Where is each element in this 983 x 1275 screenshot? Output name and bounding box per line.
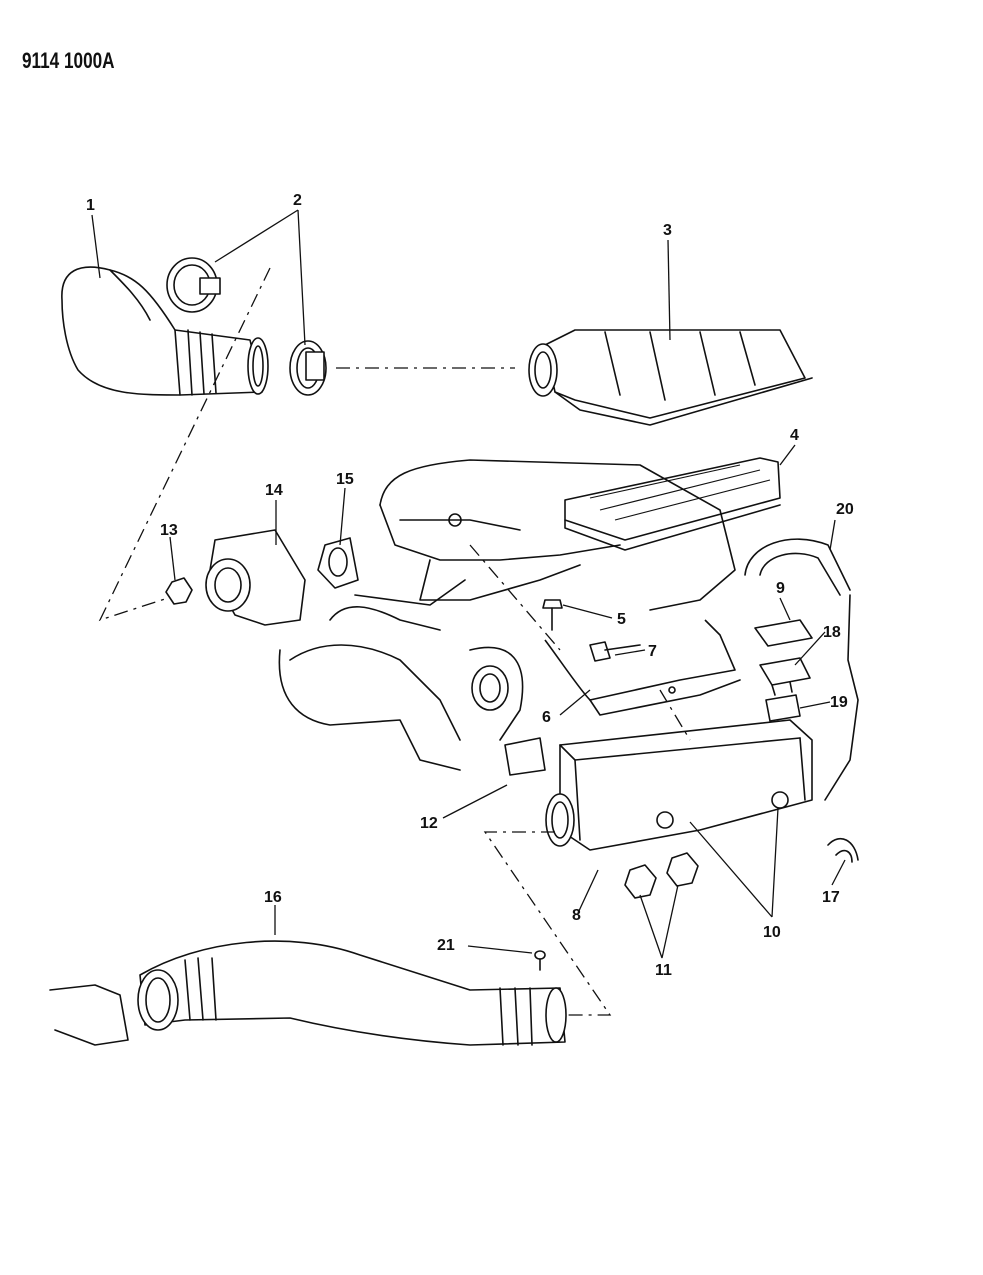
callout-12: 12 (420, 815, 438, 832)
part-19-block (765, 694, 801, 722)
part-1-upper-hose (61, 266, 269, 396)
callout-15: 15 (336, 471, 354, 488)
callout-4: 4 (790, 427, 799, 444)
part-21-screw (534, 950, 546, 971)
part-16-lower-hose (49, 940, 567, 1046)
part-3-air-cleaner-lid (528, 329, 813, 426)
callout-1: 1 (86, 197, 95, 214)
callout-16: 16 (264, 889, 282, 906)
callout-13: 13 (160, 522, 178, 539)
document-id: 9114 1000A (22, 48, 115, 73)
alignment-lines (98, 267, 691, 1016)
part-11-nuts (624, 852, 699, 899)
part-20-vent-hose (744, 538, 859, 801)
callout-17: 17 (822, 889, 840, 906)
callout-19: 19 (830, 694, 848, 711)
callout-11: 11 (655, 962, 672, 979)
callout-labels: 1 2 3 4 5 6 7 8 9 10 11 12 13 14 15 16 1… (86, 192, 854, 979)
callout-8: 8 (572, 907, 581, 924)
callout-14: 14 (265, 482, 283, 499)
part-13-nut (165, 577, 193, 605)
part-5-bolt (542, 599, 563, 631)
part-18-bracket (759, 657, 811, 696)
part-2-hose-clamps (166, 257, 327, 396)
part-15-gasket (317, 537, 359, 589)
part-14-throttle-body (205, 529, 306, 626)
callout-21: 21 (437, 937, 455, 954)
part-17-small-hose (827, 837, 859, 863)
part-7-bolt (589, 641, 641, 662)
callout-9: 9 (776, 580, 785, 597)
callout-6: 6 (542, 709, 551, 726)
part-10-clips (656, 791, 789, 829)
part-6-support-bracket (544, 619, 741, 716)
callout-7: 7 (648, 643, 657, 660)
part-8-air-cleaner-housing (545, 719, 813, 851)
leader-lines (91, 209, 846, 959)
callout-20: 20 (836, 501, 854, 518)
callout-2: 2 (293, 192, 302, 209)
callout-10: 10 (763, 924, 781, 941)
callout-18: 18 (823, 624, 841, 641)
callout-5: 5 (617, 611, 626, 628)
engine-intake-assembly (278, 459, 736, 771)
callout-3: 3 (663, 222, 672, 239)
part-12-clip (504, 737, 546, 776)
part-4-air-filter (564, 457, 781, 551)
part-9-pad (754, 619, 813, 647)
